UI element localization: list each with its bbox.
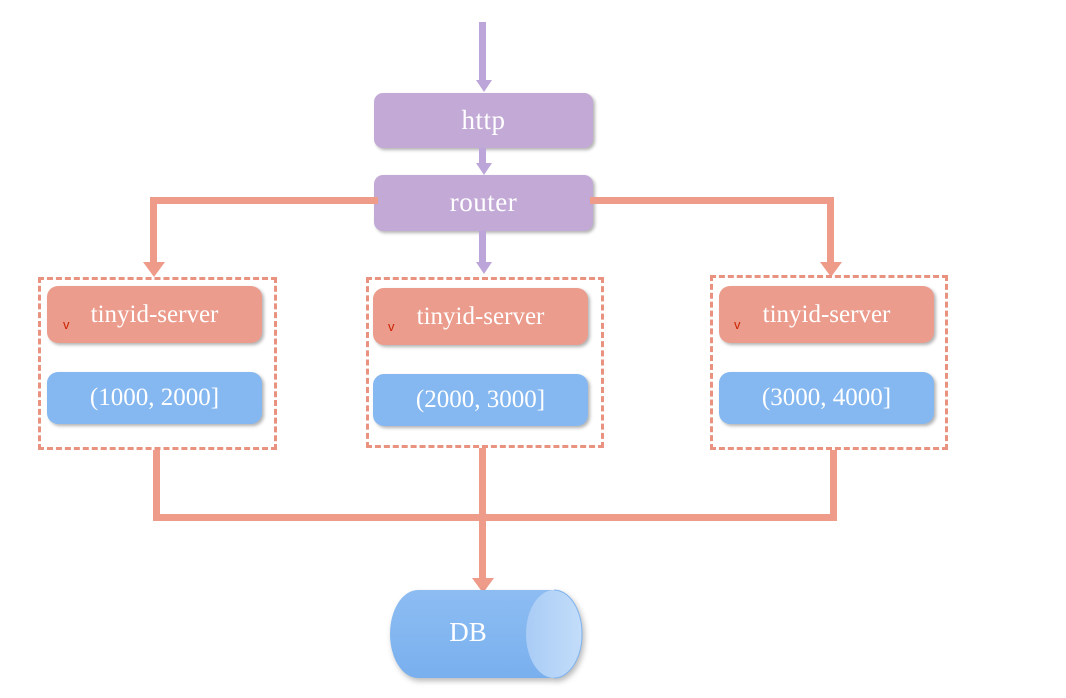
edge-http-to-router-line	[479, 148, 486, 166]
group-1-server-label: tinyid-server	[90, 300, 219, 328]
node-http[interactable]: http	[374, 93, 593, 148]
node-database[interactable]: DB	[388, 588, 584, 680]
group-2-range-label: (2000, 3000]	[415, 386, 546, 414]
group-3-range-node[interactable]: (3000, 4000]	[719, 372, 934, 424]
group-3-server-label: tinyid-server	[762, 300, 891, 328]
edge-to-database-arrowhead	[472, 578, 494, 593]
node-router[interactable]: router	[374, 175, 593, 231]
group-2-range-node[interactable]: (2000, 3000]	[373, 374, 588, 426]
group-1-range-node[interactable]: (1000, 2000]	[47, 372, 262, 424]
edge-bottom-collector-bus	[153, 514, 837, 521]
edge-group2-to-db-vertical	[479, 448, 486, 584]
group-3-range-label: (3000, 4000]	[761, 384, 892, 412]
group-2-server-node[interactable]: tinyid-server	[373, 288, 588, 345]
group-1-range-label: (1000, 2000]	[89, 384, 220, 412]
edge-router-to-group3-vertical	[827, 197, 834, 267]
edge-external-to-http-line	[479, 22, 486, 84]
edge-group3-to-bus-vertical	[830, 450, 837, 521]
edge-router-to-group3-arrowhead	[820, 262, 842, 277]
edge-http-to-router-arrowhead	[476, 163, 492, 175]
group-3-server-node[interactable]: tinyid-server	[719, 286, 934, 343]
database-cylinder-icon	[390, 589, 583, 679]
edge-external-to-http-arrowhead	[476, 80, 492, 92]
group-1-server-node[interactable]: tinyid-server	[47, 286, 262, 343]
node-http-label: http	[461, 104, 506, 135]
edge-router-to-group1-vertical	[150, 197, 157, 267]
edge-router-to-group2-arrowhead	[476, 262, 492, 274]
edge-router-to-group2-line	[479, 231, 486, 267]
node-database-label: DB	[449, 617, 487, 647]
edge-group1-to-bus-vertical	[153, 450, 160, 521]
group-box-3	[710, 275, 948, 450]
group-box-2	[366, 277, 604, 448]
edge-router-to-group1-arrowhead	[143, 262, 165, 277]
edge-router-to-group3-horizontal	[590, 197, 834, 204]
group-box-1	[38, 277, 277, 450]
edge-router-to-group1-horizontal	[150, 197, 378, 204]
group-2-server-label: tinyid-server	[416, 302, 545, 330]
node-router-label: router	[449, 187, 518, 218]
